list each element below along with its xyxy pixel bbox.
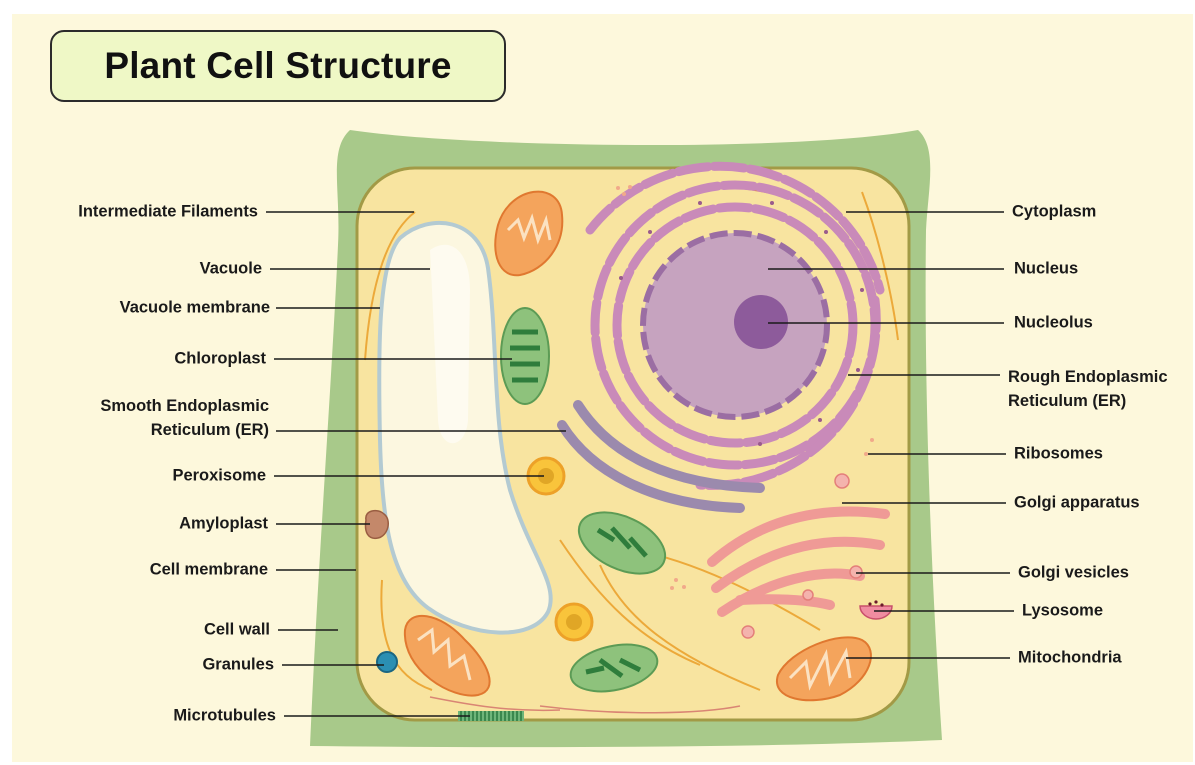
label-amyloplast: Amyloplast — [179, 514, 268, 532]
granule — [377, 652, 397, 672]
nucleolus — [734, 295, 788, 349]
label-granules: Granules — [202, 655, 274, 673]
label-vacuole-membrane: Vacuole membrane — [120, 298, 270, 316]
label-nucleolus: Nucleolus — [1014, 313, 1093, 331]
label-cell-membrane: Cell membrane — [150, 560, 268, 578]
label-vacuole: Vacuole — [200, 259, 262, 277]
label-rough-er-line-1: Rough Endoplasmic — [1008, 368, 1168, 386]
label-smooth-er-line-2: Reticulum (ER) — [151, 421, 269, 439]
label-nucleus: Nucleus — [1014, 259, 1078, 277]
label-cell-wall: Cell wall — [204, 620, 270, 638]
label-mitochondria: Mitochondria — [1018, 648, 1122, 666]
label-intermediate-filaments: Intermediate Filaments — [78, 202, 258, 220]
label-golgi-vesicles: Golgi vesicles — [1018, 563, 1129, 581]
label-chloroplast: Chloroplast — [174, 349, 266, 367]
label-golgi-apparatus: Golgi apparatus — [1014, 493, 1140, 511]
label-ribosomes: Ribosomes — [1014, 444, 1103, 462]
label-cytoplasm: Cytoplasm — [1012, 202, 1096, 220]
peroxisome-2 — [556, 604, 592, 640]
label-lysosome: Lysosome — [1022, 601, 1103, 619]
label-peroxisome: Peroxisome — [172, 466, 266, 484]
label-rough-er-line-2: Reticulum (ER) — [1008, 392, 1126, 410]
label-smooth-er-line-1: Smooth Endoplasmic — [100, 397, 269, 415]
label-microtubules: Microtubules — [173, 706, 276, 724]
chloroplast-1 — [501, 308, 549, 404]
